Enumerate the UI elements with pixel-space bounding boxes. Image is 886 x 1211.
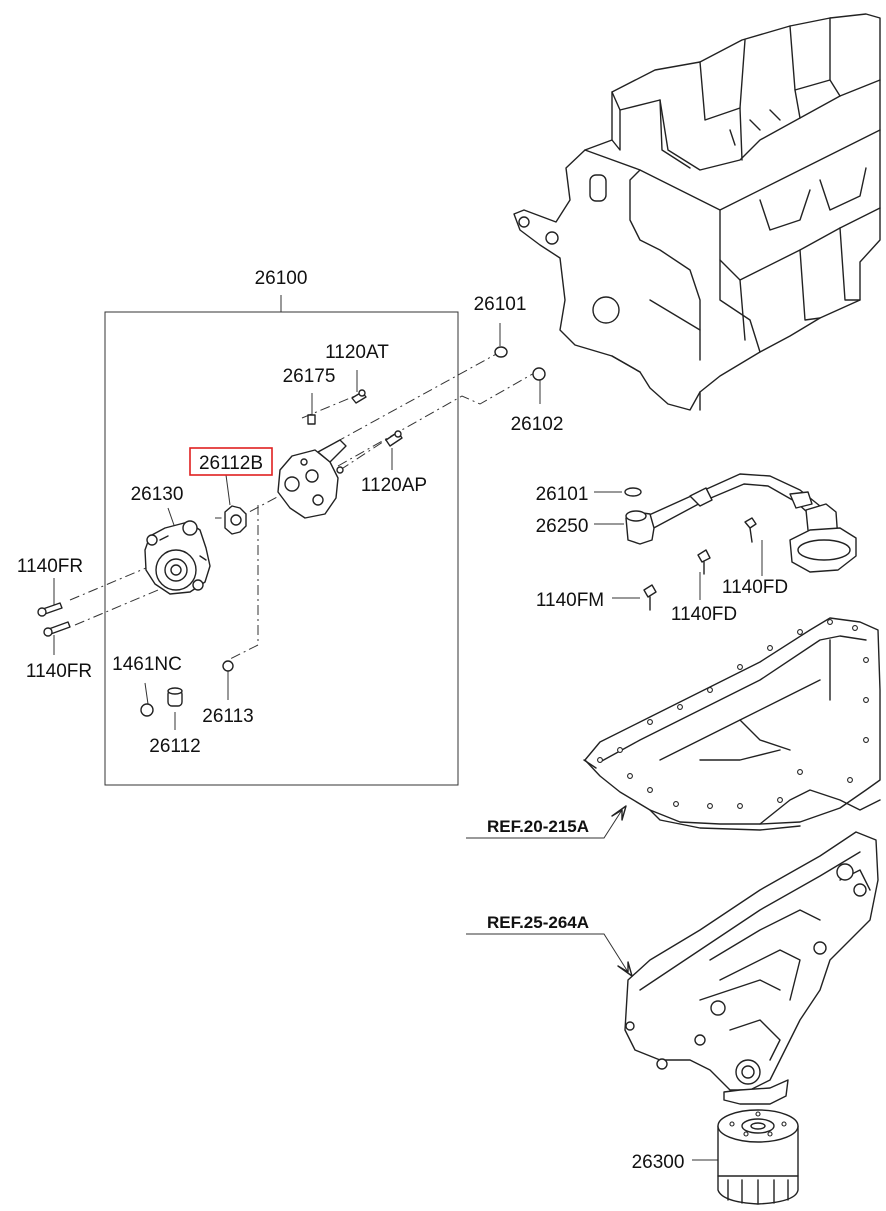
label-ref-20-215A[interactable]: REF.20-215A bbox=[487, 817, 589, 836]
oil-pan-illustration bbox=[583, 617, 881, 831]
label-1461NC[interactable]: 1461NC bbox=[112, 654, 182, 675]
label-ref-25-264A[interactable]: REF.25-264A bbox=[487, 913, 589, 932]
label-26112B[interactable]: 26112B bbox=[199, 453, 263, 474]
highlight-box-26112B bbox=[189, 447, 273, 476]
bolt-1120AT bbox=[351, 389, 367, 404]
label-1140FD-a[interactable]: 1140FD bbox=[722, 577, 788, 598]
oil-pump-housing-26130 bbox=[144, 520, 211, 595]
label-26300[interactable]: 26300 bbox=[632, 1152, 685, 1173]
o-ring-26101-top bbox=[494, 346, 508, 358]
oil-pan-bolt-holes bbox=[597, 619, 869, 809]
o-ring-26101-mid bbox=[624, 487, 642, 497]
label-26175[interactable]: 26175 bbox=[283, 366, 336, 387]
label-1140FM[interactable]: 1140FM bbox=[536, 590, 604, 611]
oil-pump-assembly-box bbox=[104, 295, 459, 786]
oil-strainer-pipe-26250 bbox=[625, 473, 857, 611]
label-26130[interactable]: 26130 bbox=[131, 484, 184, 505]
bolt-1140FR-upper bbox=[37, 602, 63, 617]
o-ring-26102 bbox=[532, 367, 546, 381]
dowel-26112 bbox=[167, 687, 183, 707]
oil-pump-rotor-gear bbox=[224, 505, 247, 535]
label-26113[interactable]: 26113 bbox=[202, 706, 253, 727]
label-1140FR-bottom[interactable]: 1140FR bbox=[26, 661, 92, 682]
oil-filter-26300 bbox=[717, 1109, 799, 1205]
oil-filter-bracket-illustration bbox=[624, 831, 879, 1105]
o-ring-26113 bbox=[222, 660, 234, 672]
label-1140FD-b[interactable]: 1140FD bbox=[671, 604, 737, 625]
part-labels: 26100 26101 1120AT 26175 26102 26112B 11… bbox=[17, 268, 788, 1173]
o-ring-1461NC bbox=[140, 703, 154, 717]
ref-leader-lines bbox=[466, 805, 633, 977]
label-26101-top[interactable]: 26101 bbox=[474, 294, 527, 315]
oil-pump-cover bbox=[277, 439, 347, 519]
label-26100[interactable]: 26100 bbox=[255, 268, 308, 289]
engine-block-illustration bbox=[513, 13, 881, 411]
label-26112[interactable]: 26112 bbox=[149, 736, 200, 757]
label-1120AP[interactable]: 1120AP bbox=[361, 475, 427, 496]
label-1120AT[interactable]: 1120AT bbox=[325, 342, 389, 363]
bolt-1140FR-lower bbox=[43, 621, 71, 637]
label-1140FR-top[interactable]: 1140FR bbox=[17, 556, 83, 577]
label-26102[interactable]: 26102 bbox=[511, 414, 564, 435]
bolt-1120AP bbox=[385, 430, 403, 447]
label-26101-mid[interactable]: 26101 bbox=[536, 484, 589, 505]
label-26250[interactable]: 26250 bbox=[536, 516, 589, 537]
pin-26175 bbox=[307, 414, 316, 425]
